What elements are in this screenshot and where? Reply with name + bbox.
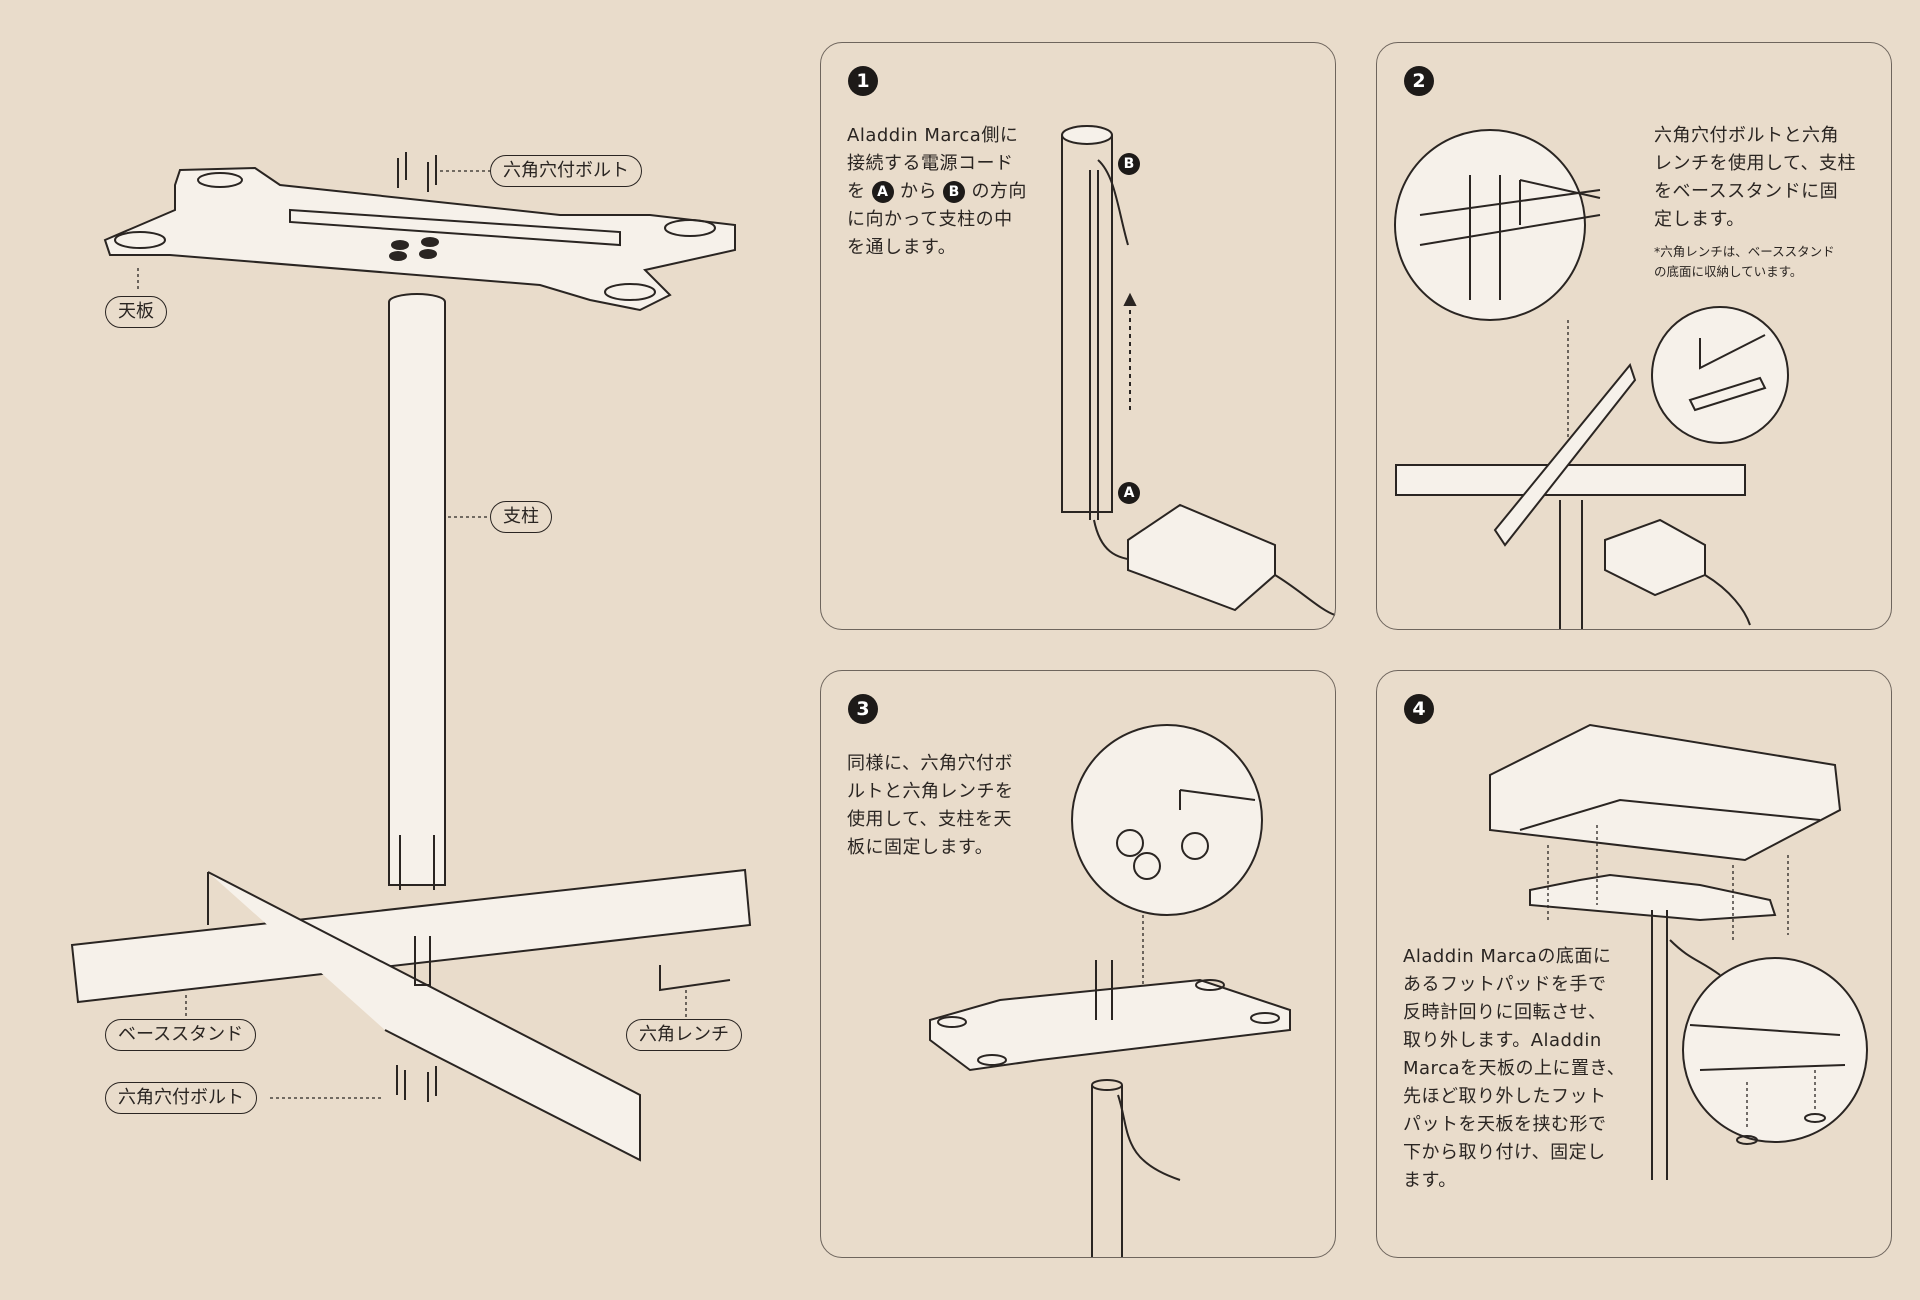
step-1-text-c: の方向 [971,181,1027,202]
step-3-instructions: 同様に、六角穴付ボ ルトと六角レンチを 使用して、支柱を天 板に固定します。 [847,753,1014,858]
pillar-drawing [388,293,446,890]
step-4-instructions: Aladdin Marcaの底面に あるフットパッドを手で 反時計回りに回転させ… [1403,946,1626,1191]
step-2-panel [1376,42,1892,630]
label-pillar: 支柱 [490,501,552,533]
step4-drawing [1489,723,1868,1180]
step-2-note: *六角レンチは、ベーススタンド の底面に収納しています。 [1654,244,1835,279]
step-4-panel [1376,670,1892,1258]
bolts-bottom-drawing [396,1065,437,1102]
step-1-panel [820,42,1336,630]
step3-drawing [929,724,1291,1258]
marker-b-callout-icon: B [1118,153,1140,175]
tabletop-plate-drawing [103,166,736,312]
step-number-3: 3 [848,694,878,724]
label-base-stand: ベーススタンド [105,1019,257,1051]
marker-a-callout-icon: A [1118,482,1140,504]
step-1-instructions: Aladdin Marca側に 接続する電源コード を A から B の方向 に… [847,122,1027,262]
step-number-4: 4 [1404,694,1434,724]
step-1-text-b: から [899,181,937,202]
base-stand-drawing [70,868,752,1162]
bolts-top-drawing [397,152,437,192]
step-number-1: 1 [848,66,878,96]
step-2-instructions: 六角穴付ボルトと六角 レンチを使用して、支柱 をベーススタンドに固 定します。 [1654,125,1857,230]
marker-a-icon: A [871,181,894,203]
marker-b-icon: B [943,181,966,203]
label-tabletop: 天板 [105,296,167,328]
leader-lines [137,170,687,1099]
step-1-text-d: に向かって支柱の中 を通します。 [847,209,1013,258]
label-hex-wrench: 六角レンチ [626,1019,742,1051]
label-hex-bolt-top: 六角穴付ボルト [490,155,642,187]
step-number-2: 2 [1404,66,1434,96]
step-3-panel [820,670,1336,1258]
hex-wrench-drawing [659,965,731,992]
label-hex-bolt-bottom: 六角穴付ボルト [105,1082,257,1114]
step2-drawing [1394,129,1789,629]
step-1-text-a: Aladdin Marca側に 接続する電源コード を [847,125,1019,202]
